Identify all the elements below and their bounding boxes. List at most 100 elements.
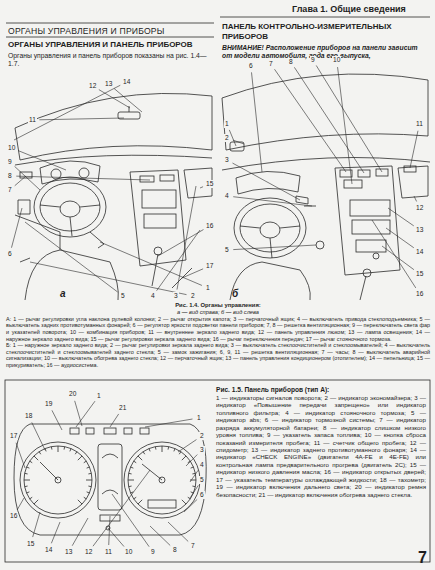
callout-number: 13 bbox=[104, 80, 113, 88]
leader-line bbox=[252, 72, 262, 172]
dial-tick bbox=[24, 480, 30, 481]
callout-number: 2 bbox=[199, 432, 205, 440]
instrument-panel bbox=[98, 444, 122, 510]
callout-number: 6 bbox=[7, 250, 13, 258]
dial-tick bbox=[182, 500, 186, 504]
dial-tick bbox=[149, 449, 150, 452]
callout-number: 11 bbox=[415, 120, 424, 128]
callout-number: 20 bbox=[68, 390, 77, 398]
body-text: Органы управления и панель приборов пока… bbox=[8, 52, 214, 68]
leader-line bbox=[51, 522, 60, 543]
leader-line bbox=[233, 245, 316, 250]
leader-line bbox=[410, 131, 418, 168]
dashboard-left-view bbox=[373, 253, 379, 259]
leader-line bbox=[33, 512, 40, 537]
dashboard-right-view bbox=[40, 205, 100, 236]
leader-line bbox=[72, 518, 88, 546]
callout-number: 10 bbox=[7, 144, 16, 152]
instrument-panel bbox=[148, 500, 176, 508]
leader-line bbox=[232, 163, 300, 200]
callout-number: 12 bbox=[88, 82, 97, 90]
figure-caption: Рис. 1.4. Органы управления: bbox=[6, 302, 430, 309]
dial-tick bbox=[88, 473, 91, 475]
dial-tick bbox=[87, 467, 90, 468]
dial-tick bbox=[87, 492, 90, 493]
callout-number: 5 bbox=[199, 476, 205, 484]
dashboard-right-view bbox=[140, 176, 154, 182]
leader-line bbox=[108, 528, 124, 547]
dashboard-left-view bbox=[230, 262, 310, 300]
leader-line bbox=[184, 499, 197, 512]
callout-number: 1 bbox=[224, 120, 230, 128]
callout-number: 4 bbox=[224, 192, 230, 200]
view-letter: а bbox=[60, 288, 66, 300]
dial-tick bbox=[179, 452, 181, 454]
callout-number: 16 bbox=[205, 222, 214, 230]
figure-caption: Рис. 1.5. Панель приборов (тип А): bbox=[216, 386, 426, 394]
dial-tick bbox=[192, 486, 195, 488]
leader-line bbox=[388, 208, 414, 226]
leader-line bbox=[11, 208, 22, 248]
callout-number: 17 bbox=[205, 262, 214, 270]
dial-tick bbox=[174, 449, 175, 452]
dial-tick bbox=[84, 497, 86, 499]
leader-line bbox=[16, 443, 25, 468]
callout-number: 16 bbox=[9, 512, 18, 520]
callout-number: 7 bbox=[190, 542, 196, 550]
leader-line bbox=[190, 470, 198, 482]
dashboard-right-view bbox=[20, 258, 30, 262]
callout-number: 2 bbox=[190, 292, 196, 300]
dashboard-left-view bbox=[335, 166, 400, 275]
dial-tick bbox=[39, 452, 41, 454]
callout-number: 3 bbox=[173, 292, 179, 300]
callout-number: 11 bbox=[28, 116, 37, 124]
leader-line bbox=[386, 228, 414, 248]
dashboard-right-view bbox=[154, 247, 162, 255]
dial-tick bbox=[128, 480, 134, 481]
leader-line bbox=[39, 118, 124, 120]
callout-number: 16 bbox=[415, 290, 424, 298]
dashboard-left-view bbox=[360, 276, 366, 300]
leader-line bbox=[109, 516, 110, 545]
dashboard-right-view bbox=[142, 190, 176, 208]
dial-tick bbox=[191, 492, 194, 493]
rule-lines bbox=[220, 17, 430, 18]
dashboard-right-view bbox=[144, 214, 176, 228]
leader-line bbox=[145, 419, 192, 427]
instrument-panel bbox=[124, 428, 132, 434]
callout-number: 2 bbox=[224, 134, 230, 142]
dial-tick bbox=[27, 467, 30, 468]
dial-tick bbox=[131, 467, 134, 468]
figure-subcaption: а — вид справа; б — вид слева bbox=[6, 309, 430, 316]
dashboard-left-view bbox=[356, 240, 386, 252]
instrument-panel bbox=[5, 380, 430, 562]
leader-line bbox=[382, 246, 414, 270]
callout-number: 13 bbox=[64, 548, 73, 556]
callout-number: 15 bbox=[205, 180, 214, 188]
dashboard-left-view bbox=[363, 269, 371, 277]
dashboard-left-view bbox=[376, 169, 388, 176]
callout-number: 9 bbox=[310, 56, 316, 64]
dashboard-left-view bbox=[350, 200, 390, 216]
dashboard-right-view bbox=[18, 200, 30, 214]
dashboard-left-view bbox=[296, 196, 308, 204]
leader-line bbox=[182, 269, 203, 278]
leader-line bbox=[25, 222, 118, 292]
section-heading: ПАНЕЛЬ КОНТРОЛЬНО-ИЗМЕРИТЕЛЬНЫХ ПРИБОРОВ bbox=[222, 22, 428, 41]
leader-line bbox=[18, 151, 66, 170]
dial-tick bbox=[75, 452, 77, 454]
dial-tick bbox=[25, 473, 28, 475]
leader-line bbox=[200, 187, 203, 188]
instrument-panel bbox=[70, 428, 79, 434]
leader-line bbox=[52, 410, 62, 430]
leader-line bbox=[178, 440, 196, 452]
callout-number: 10 bbox=[124, 548, 133, 556]
leader-line bbox=[15, 166, 40, 190]
dial-tick bbox=[64, 447, 66, 450]
instrument-panel bbox=[24, 446, 196, 504]
leader-line bbox=[14, 85, 120, 140]
dial-tick bbox=[88, 486, 91, 488]
instrument-panel bbox=[104, 428, 116, 434]
leader-line bbox=[17, 498, 24, 510]
leader-line bbox=[15, 176, 26, 186]
